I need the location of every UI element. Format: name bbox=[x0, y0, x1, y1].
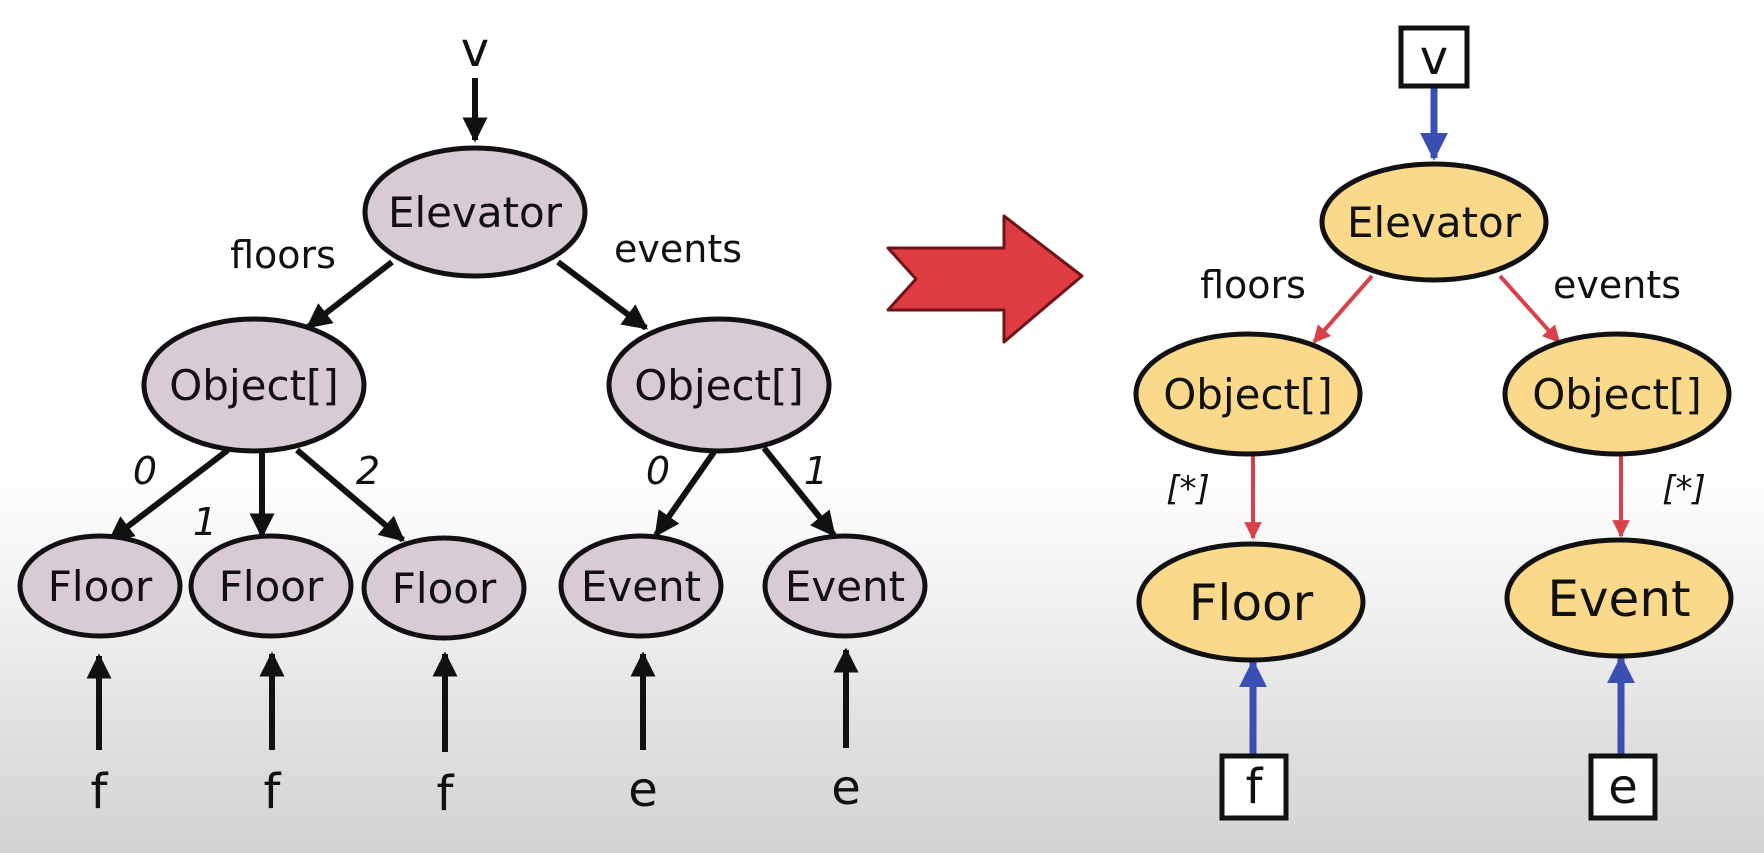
left-root-node: Elevator bbox=[362, 145, 588, 279]
left-floor-edge-2 bbox=[295, 447, 405, 543]
left-event-node-0: Event bbox=[558, 533, 724, 639]
left-floor-index-1: 1 bbox=[193, 500, 217, 544]
right-event-label: Event bbox=[1547, 570, 1690, 628]
right-root-var-box: v bbox=[1398, 25, 1470, 89]
right-event-var-box: e bbox=[1588, 753, 1658, 821]
right-floor-node: Floor bbox=[1136, 541, 1366, 663]
right-root-var: v bbox=[1420, 30, 1448, 86]
right-root-label: Elevator bbox=[1347, 198, 1522, 247]
left-floor-var-2: f bbox=[437, 766, 455, 822]
left-root-label: Elevator bbox=[388, 188, 563, 237]
left-floor-node-0: Floor bbox=[17, 533, 183, 639]
right-events-edge bbox=[1498, 274, 1561, 344]
right-events-array-node: Object[] bbox=[1502, 331, 1732, 457]
right-events-array-label: Object[] bbox=[1532, 370, 1702, 419]
left-event-index-1: 1 bbox=[804, 449, 828, 493]
left-floor-node-1: Floor bbox=[188, 533, 354, 639]
right-floor-label: Floor bbox=[1189, 574, 1314, 632]
right-floors-edge bbox=[1312, 274, 1374, 344]
right-floor-var: f bbox=[1246, 759, 1264, 815]
left-floor-index-2: 2 bbox=[356, 449, 380, 493]
right-floors-array-node: Object[] bbox=[1133, 331, 1363, 457]
left-events-array-label: Object[] bbox=[634, 361, 804, 410]
left-floor-node-2: Floor bbox=[361, 535, 527, 641]
right-events-wildcard-label: [*] bbox=[1662, 469, 1706, 509]
right-root-node: Elevator bbox=[1319, 161, 1549, 283]
right-graph: Elevator Object[] Object[] Floor Event v… bbox=[1133, 25, 1734, 821]
left-floor-var-1: f bbox=[264, 764, 282, 820]
right-floor-var-box: f bbox=[1219, 753, 1289, 821]
left-floors-edge bbox=[306, 259, 394, 330]
left-event-var-0: e bbox=[628, 762, 658, 818]
left-event-node-1: Event bbox=[762, 533, 928, 639]
left-floor-label-1: Floor bbox=[219, 562, 324, 611]
right-events-label: events bbox=[1553, 263, 1681, 307]
left-event-label-0: Event bbox=[581, 562, 701, 611]
left-events-label: events bbox=[614, 227, 742, 271]
left-floor-edge-0 bbox=[107, 447, 230, 543]
right-event-var: e bbox=[1608, 759, 1638, 815]
left-root-var: v bbox=[461, 22, 489, 78]
left-event-index-0: 0 bbox=[646, 449, 670, 493]
left-event-edge-1 bbox=[761, 446, 837, 537]
left-floor-var-0: f bbox=[91, 764, 109, 820]
right-arrow-icon bbox=[886, 214, 1084, 344]
left-floor-label-0: Floor bbox=[48, 562, 153, 611]
left-graph: Elevator Object[] Object[] Floor Floor F… bbox=[17, 22, 928, 822]
right-floors-array-label: Object[] bbox=[1163, 370, 1333, 419]
left-floors-label: floors bbox=[230, 233, 336, 277]
right-floors-label: floors bbox=[1200, 263, 1306, 307]
left-floors-array-node: Object[] bbox=[141, 316, 367, 454]
left-floors-array-label: Object[] bbox=[169, 361, 339, 410]
left-event-edge-0 bbox=[653, 450, 717, 538]
left-events-edge bbox=[556, 259, 649, 331]
right-event-node: Event bbox=[1504, 537, 1734, 659]
left-event-label-1: Event bbox=[785, 562, 905, 611]
left-events-array-node: Object[] bbox=[606, 316, 832, 454]
right-floors-wildcard-label: [*] bbox=[1166, 469, 1210, 509]
left-event-var-1: e bbox=[831, 760, 861, 816]
left-floor-index-0: 0 bbox=[133, 449, 157, 493]
left-floor-label-2: Floor bbox=[392, 564, 497, 613]
